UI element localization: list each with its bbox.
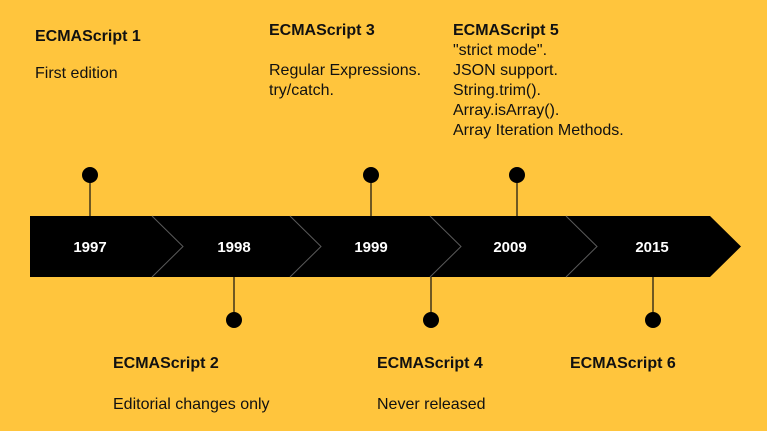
timeline-segment-1999: [290, 216, 461, 277]
event-dot-2: [226, 312, 242, 328]
chevron-divider-3: [429, 215, 462, 278]
timeline-segment-1997: [30, 216, 183, 277]
event-ecmascript-2: ECMAScript 2 Editorial changes only: [113, 354, 270, 415]
timeline-segment-1998: [152, 216, 321, 277]
chevron-divider-4: [565, 215, 598, 278]
event-title: ECMAScript 3: [269, 22, 375, 39]
year-label-2009: 2009: [493, 239, 526, 256]
event-ecmascript-6: ECMAScript 6: [570, 354, 676, 374]
year-label-2015: 2015: [635, 239, 668, 256]
event-title: ECMAScript 1: [35, 28, 141, 45]
event-description: try/catch.: [269, 82, 334, 99]
event-title: ECMAScript 2: [113, 355, 219, 372]
event-ecmascript-4: ECMAScript 4 Never released: [377, 354, 486, 415]
year-label-1997: 1997: [73, 239, 106, 256]
event-description: Never released: [377, 396, 486, 413]
event-ecmascript-1: ECMAScript 1 First edition: [35, 27, 141, 84]
year-label-1998: 1998: [217, 239, 250, 256]
event-dot-3: [363, 167, 379, 183]
event-description: JSON support.: [453, 62, 558, 79]
event-description: Array.isArray().: [453, 102, 560, 119]
event-description: "strict mode".: [453, 42, 548, 59]
year-label-1999: 1999: [354, 239, 387, 256]
event-description: Editorial changes only: [113, 396, 270, 413]
event-dot-1: [82, 167, 98, 183]
event-description: Regular Expressions.: [269, 62, 422, 79]
event-dot-5: [509, 167, 525, 183]
event-title: ECMAScript 6: [570, 355, 676, 372]
event-ecmascript-5: ECMAScript 5 "strict mode". JSON support…: [453, 21, 624, 141]
event-description: First edition: [35, 65, 118, 82]
event-dot-4: [423, 312, 439, 328]
event-description: Array Iteration Methods.: [453, 122, 624, 139]
event-title: ECMAScript 5: [453, 22, 559, 39]
timeline-segment-2009: [430, 216, 597, 277]
chevron-divider-1: [151, 215, 184, 278]
timeline-segment-2015: [566, 216, 741, 277]
chevron-divider-2: [289, 215, 322, 278]
event-ecmascript-3: ECMAScript 3 Regular Expressions. try/ca…: [269, 21, 421, 101]
event-dot-6: [645, 312, 661, 328]
event-description: String.trim().: [453, 82, 541, 99]
event-title: ECMAScript 4: [377, 355, 483, 372]
